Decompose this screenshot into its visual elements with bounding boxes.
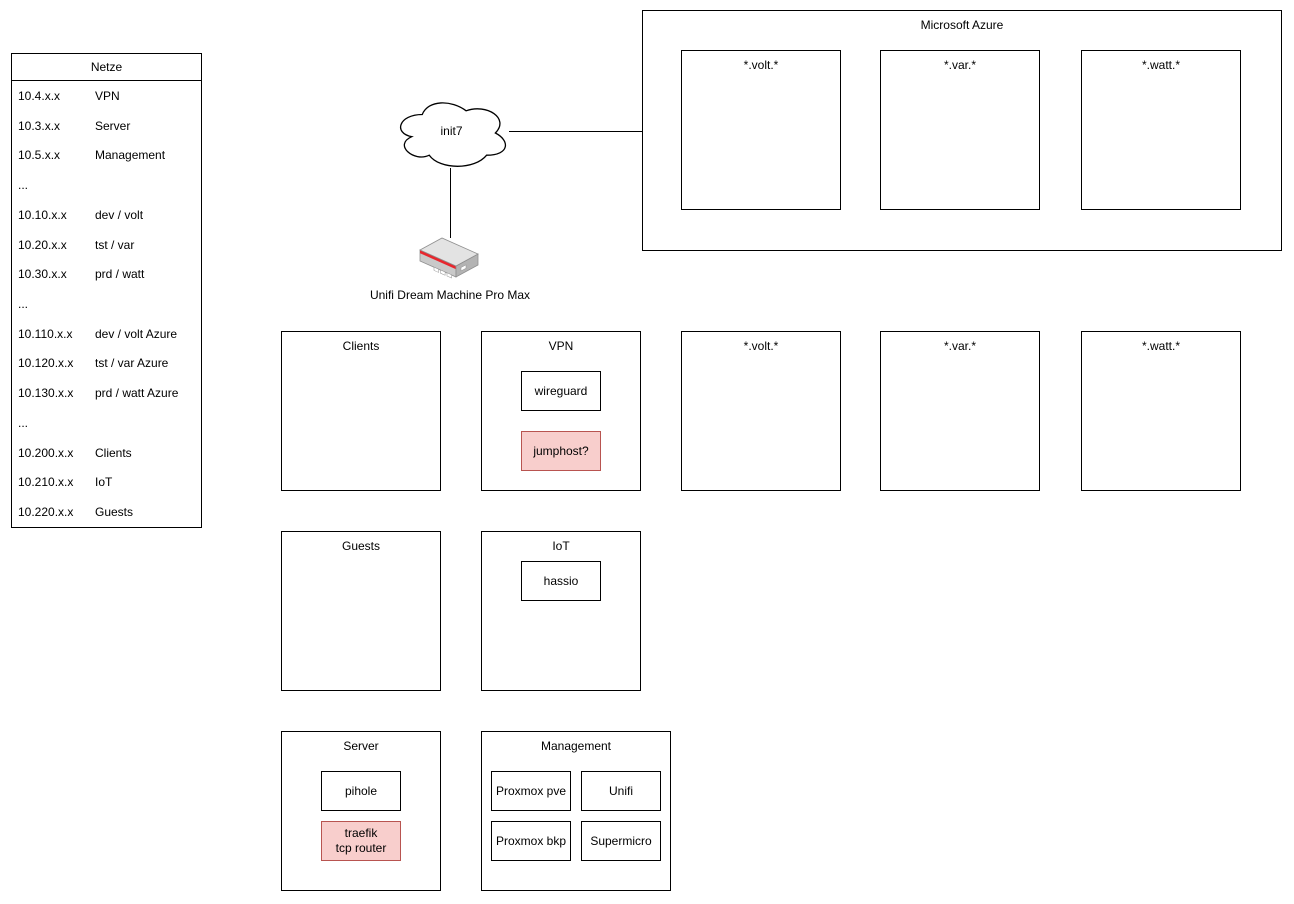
row-name: VPN: [95, 88, 120, 103]
guests-network-box: Guests: [281, 531, 441, 691]
table-row: 10.210.x.x IoT: [12, 468, 201, 498]
azure-title: Microsoft Azure: [920, 18, 1004, 32]
iot-network-box: IoT: [481, 531, 641, 691]
azure-zone-volt-box: *.volt.*: [681, 50, 841, 210]
var-network-box: *.var.*: [880, 331, 1040, 491]
iot-network-label: IoT: [552, 539, 570, 553]
row-ip: 10.120.x.x: [18, 356, 74, 371]
row-name: Management: [95, 148, 166, 163]
management-network-box: Management: [481, 731, 671, 891]
table-row: 10.200.x.x Clients: [12, 438, 201, 468]
table-row: 10.10.x.x dev / volt: [12, 200, 201, 230]
row-ip: ...: [18, 415, 29, 430]
router-label: Unifi Dream Machine Pro Max: [369, 288, 531, 302]
volt-network-label: *.volt.*: [743, 339, 779, 353]
row-ip: 10.3.x.x: [18, 118, 61, 133]
row-ip: ...: [18, 178, 29, 193]
watt-network-label: *.watt.*: [1141, 339, 1180, 353]
table-row: 10.5.x.x Management: [12, 140, 201, 170]
pihole-node: pihole: [321, 771, 401, 811]
jumphost-node: jumphost?: [521, 431, 601, 471]
row-ip: 10.200.x.x: [18, 445, 74, 460]
netze-table-body: 10.4.x.x VPN 10.3.x.x Server 10.5.x.x Manag…: [12, 81, 201, 527]
row-name: IoT: [95, 475, 113, 490]
var-network-label: *.var.*: [943, 339, 976, 353]
vpn-network-label: VPN: [548, 339, 574, 353]
proxmox-pve-node: Proxmox pve: [491, 771, 571, 811]
row-ip: 10.210.x.x: [18, 475, 74, 490]
table-row: 10.120.x.x tst / var Azure: [12, 349, 201, 379]
row-ip: 10.10.x.x: [18, 207, 67, 222]
row-name: prd / watt: [95, 267, 145, 282]
table-row: 10.4.x.x VPN: [12, 81, 201, 111]
internet-cloud-icon: [400, 102, 506, 167]
cloud-to-azure-connector: [509, 131, 642, 132]
azure-zone-watt-label: *.watt.*: [1141, 58, 1180, 72]
azure-zone-watt-box: *.watt.*: [1081, 50, 1241, 210]
azure-zone-var-label: *.var.*: [943, 58, 976, 72]
cloud-label: init7: [440, 124, 463, 138]
row-ip: ...: [18, 297, 29, 311]
unifi-node: Unifi: [581, 771, 661, 811]
table-row: 10.110.x.x dev / volt Azure: [12, 319, 201, 349]
row-ip: 10.110.x.x: [18, 326, 73, 341]
watt-network-box: *.watt.*: [1081, 331, 1241, 491]
table-row: 10.220.x.x Guests: [12, 497, 201, 527]
volt-network-box: *.volt.*: [681, 331, 841, 491]
traefik-node: traefik tcp router: [321, 821, 401, 861]
wireguard-node: wireguard: [521, 371, 601, 411]
row-name: prd / watt Azure: [95, 386, 179, 401]
table-row: ...: [12, 289, 201, 319]
router-icon: [419, 237, 479, 279]
row-ip: 10.130.x.x: [18, 386, 74, 401]
management-network-label: Management: [540, 739, 612, 753]
netze-table-title: Netze: [12, 54, 201, 81]
row-name: tst / var Azure: [95, 356, 169, 371]
row-ip: 10.20.x.x: [18, 237, 67, 252]
row-ip: 10.4.x.x: [18, 88, 61, 103]
clients-network-label: Clients: [342, 339, 380, 353]
cloud-to-router-connector: [450, 168, 451, 238]
row-name: dev / volt: [95, 207, 144, 222]
table-row: ...: [12, 408, 201, 438]
azure-zone-var-box: *.var.*: [880, 50, 1040, 210]
netze-table: Netze 10.4.x.x VPN 10.3.x.x Server 10.5.x.…: [11, 53, 202, 528]
clients-network-box: Clients: [281, 331, 441, 491]
row-name: Clients: [95, 445, 132, 460]
azure-zone-volt-label: *.volt.*: [743, 58, 779, 72]
server-network-box: Server: [281, 731, 441, 891]
supermicro-node: Supermicro: [581, 821, 661, 861]
server-network-label: Server: [343, 739, 379, 753]
row-name: dev / volt Azure: [95, 326, 178, 341]
hassio-node: hassio: [521, 561, 601, 601]
table-row: 10.130.x.x prd / watt Azure: [12, 378, 201, 408]
table-row: 10.20.x.x tst / var: [12, 230, 201, 260]
proxmox-bkp-node: Proxmox bkp: [491, 821, 571, 861]
row-ip: 10.5.x.x: [18, 148, 61, 163]
table-row: ...: [12, 170, 201, 200]
guests-network-label: Guests: [341, 539, 380, 553]
table-row: 10.30.x.x prd / watt: [12, 259, 201, 289]
table-row: 10.3.x.x Server: [12, 111, 201, 141]
row-ip: 10.30.x.x: [18, 267, 67, 282]
row-ip: 10.220.x.x: [18, 505, 74, 520]
row-name: Server: [95, 118, 131, 133]
row-name: tst / var: [95, 237, 135, 252]
row-name: Guests: [95, 505, 134, 520]
